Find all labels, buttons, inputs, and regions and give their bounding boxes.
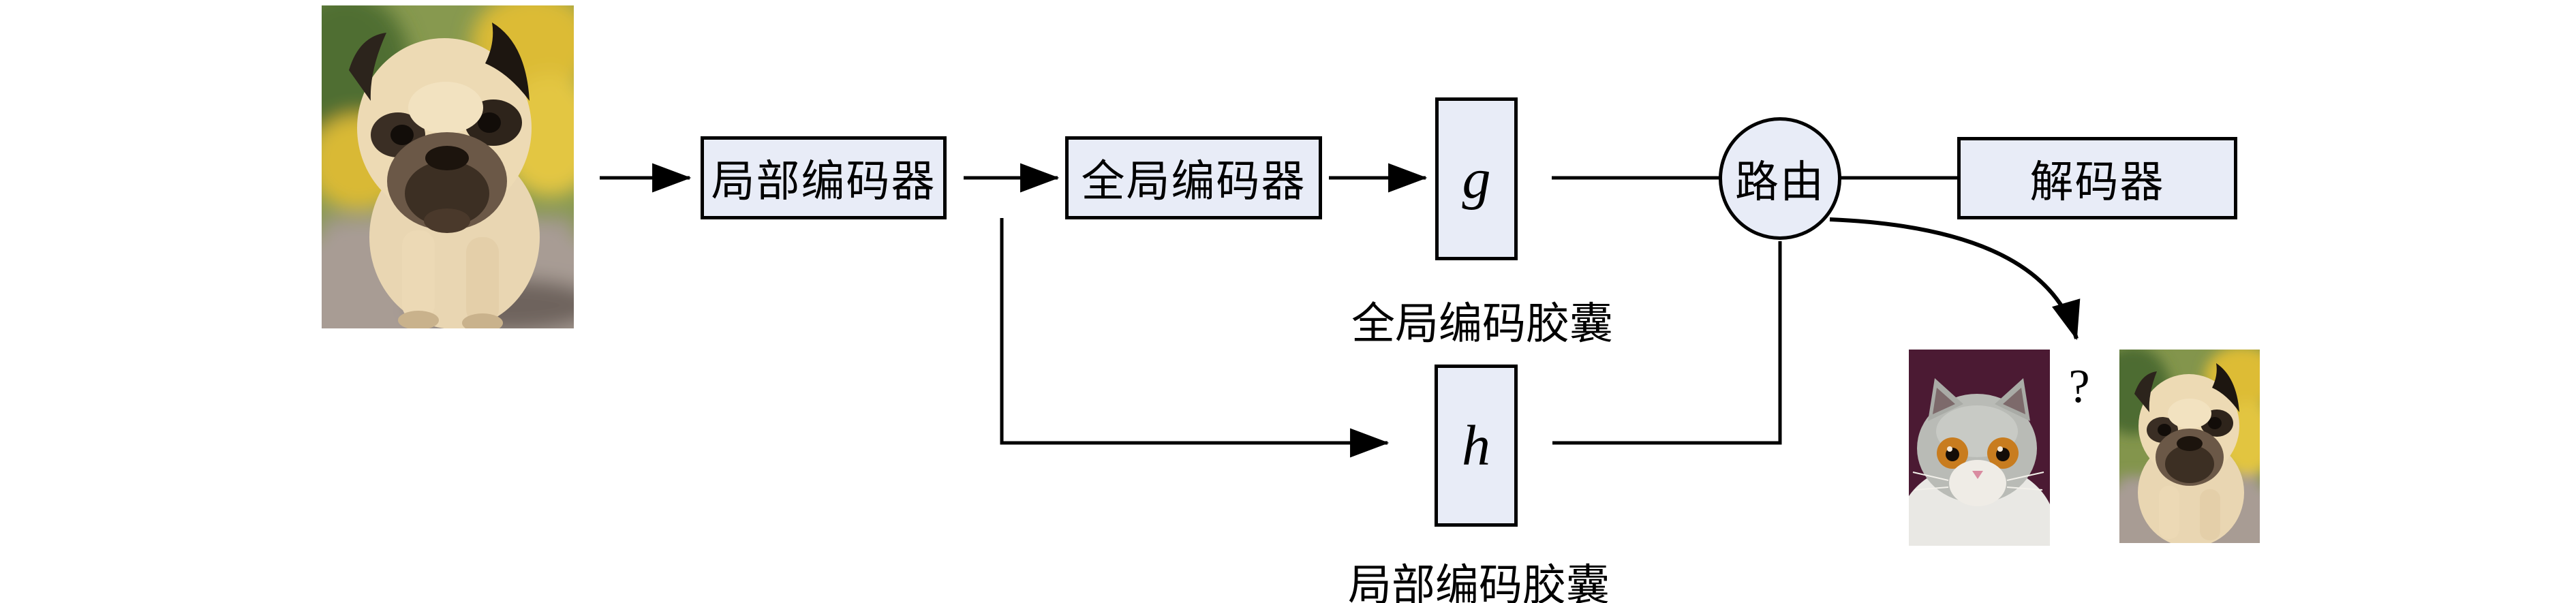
input-dog-photo xyxy=(322,5,574,328)
pug-head xyxy=(349,22,532,233)
node-decoder: 解码器 xyxy=(1957,137,2237,219)
candidate-cat-photo xyxy=(1909,350,2050,546)
curved-arrow-routing-to-question xyxy=(1829,217,2081,341)
pug-head xyxy=(2134,363,2239,486)
line-h-to-routing xyxy=(1552,241,1782,445)
g-variable-label: g xyxy=(1462,147,1491,211)
question-mark: ? xyxy=(2068,360,2090,413)
caption-local-capsule: 局部编码胶囊 xyxy=(1348,561,1610,603)
node-global-encoder-label: 全局编码器 xyxy=(1081,157,1306,206)
caption-global-capsule: 全局编码胶囊 xyxy=(1351,300,1613,348)
node-decoder-label: 解码器 xyxy=(2029,157,2165,206)
cat-face xyxy=(1912,437,2044,506)
candidate-dog-photo xyxy=(2119,350,2260,543)
node-local-encoder-label: 局部编码器 xyxy=(711,157,936,206)
node-routing-label: 路由 xyxy=(1735,158,1825,206)
arrow-branch-to-h xyxy=(1000,218,1390,458)
node-global-encoder: 全局编码器 xyxy=(1065,136,1322,219)
node-local-encoder: 局部编码器 xyxy=(701,136,947,219)
node-global-capsule-g: g xyxy=(1435,97,1518,260)
node-routing: 路由 xyxy=(1719,117,1841,240)
h-variable-label: h xyxy=(1462,414,1490,478)
node-local-capsule-h: h xyxy=(1435,365,1518,527)
